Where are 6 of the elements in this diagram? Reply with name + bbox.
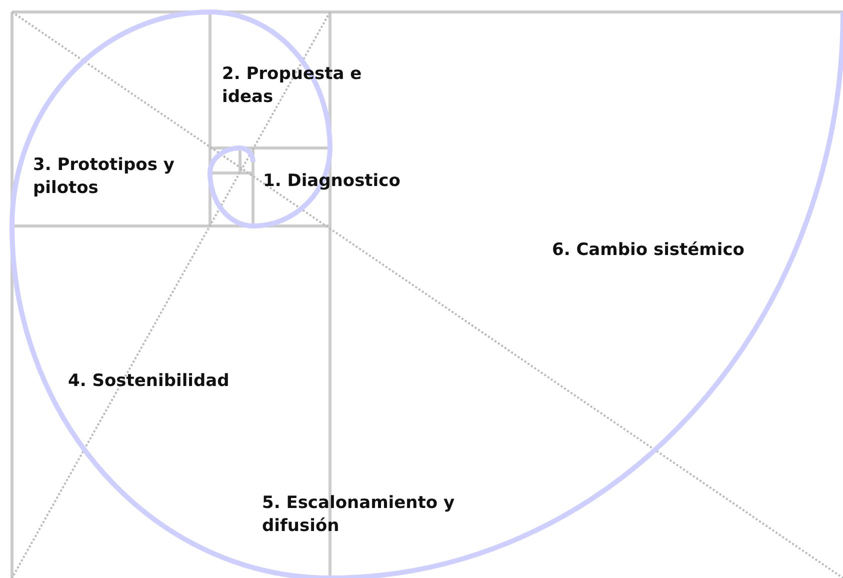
stage-label: 3. Prototipos y pilotos bbox=[33, 154, 176, 200]
stage-label: 5. Escalonamiento y difusión bbox=[262, 492, 456, 538]
stage-label: 1. Diagnostico bbox=[263, 170, 402, 193]
stage-label: 6. Cambio sistémico bbox=[552, 239, 746, 262]
stage-label: 2. Propuesta e ideas bbox=[222, 63, 363, 109]
stage-label: 4. Sostenibilidad bbox=[68, 370, 230, 393]
